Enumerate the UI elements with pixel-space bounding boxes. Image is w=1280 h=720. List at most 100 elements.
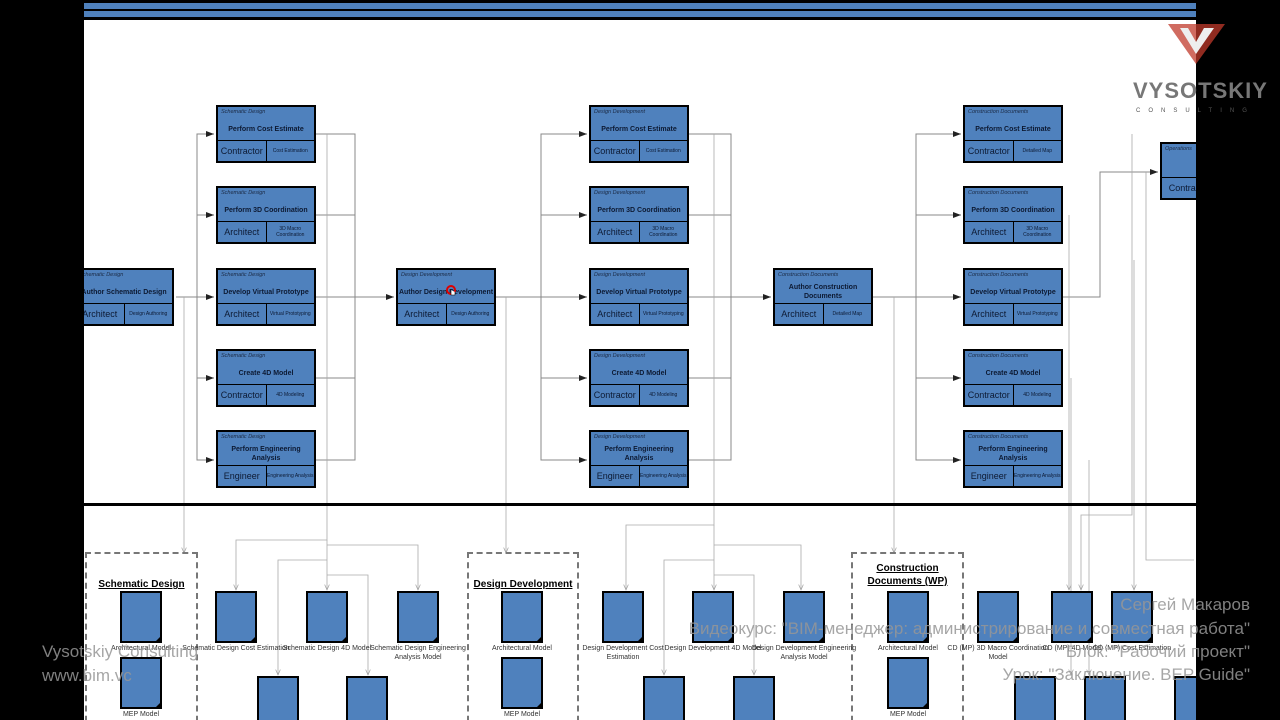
process-node-sd-author[interactable]: Schematic Design Author Schematic Design… [84, 268, 174, 326]
node-phase: Construction Documents [968, 434, 1029, 440]
document-icon [977, 591, 1019, 643]
node-phase: Construction Documents [968, 190, 1029, 196]
watermark-author: Сергей Макаров [1120, 595, 1250, 614]
document-icon [1014, 676, 1056, 720]
process-node-cd-3d[interactable]: Construction Documents Perform 3D Coordi… [963, 186, 1063, 244]
node-bim-use: Design Authoring [451, 311, 490, 317]
deliverable-group: Construction Documents (WP) [851, 552, 964, 720]
node-phase: Schematic Design [221, 353, 266, 359]
connector-lines [176, 131, 1194, 720]
node-title: Develop Virtual Prototype [596, 288, 682, 296]
watermark-lesson: Урок: "Заключение. BEP Guide" [1002, 665, 1250, 684]
process-node-dd-3d[interactable]: Design Development Perform 3D Coordinati… [589, 186, 689, 244]
node-phase: Construction Documents [968, 272, 1029, 278]
node-title: Perform Engineering Analysis [231, 446, 301, 462]
document-icon [501, 657, 543, 709]
node-role: Engineer [965, 466, 1014, 486]
process-node-sd-cost[interactable]: Schematic Design Perform Cost Estimate C… [216, 105, 316, 163]
node-phase: Design Development [594, 190, 646, 196]
document-icon [397, 591, 439, 643]
node-phase: Schematic Design [221, 434, 266, 440]
node-role: Contractor [591, 141, 640, 161]
node-bim-use: 4D Modeling [1023, 392, 1052, 398]
document-icon [643, 676, 685, 720]
node-phase: Schematic Design [221, 109, 266, 115]
document-label: CD (MP) 3D Macro Coordination Model [947, 645, 1049, 661]
node-role: Engineer [591, 466, 640, 486]
deliverable-group: Schematic Design [85, 552, 198, 720]
document-label: Architectural Model [111, 645, 171, 652]
node-bim-use: Detailed Map [1022, 148, 1052, 154]
node-bim-use: 4D Modeling [276, 392, 305, 398]
node-role: Architect [84, 304, 125, 324]
node-role: Architect [218, 222, 267, 242]
process-node-dd-vp[interactable]: Design Development Develop Virtual Proto… [589, 268, 689, 326]
document-icon [887, 657, 929, 709]
logo-triangle-icon [1168, 24, 1225, 64]
group-title: Construction Documents (WP) [867, 563, 948, 587]
process-node-cd-eng[interactable]: Construction Documents Perform Engineeri… [963, 430, 1063, 488]
node-title: Author Schematic Design [84, 288, 167, 296]
node-bim-use: Engineering Analysis [1014, 473, 1061, 479]
node-role: Architect [775, 304, 824, 324]
process-node-dd-4d[interactable]: Design Development Create 4D Model Contr… [589, 349, 689, 407]
header-bar-line [84, 9, 1196, 11]
process-node-op-compile[interactable]: Operations Compil Contract [1160, 142, 1196, 200]
diagram-canvas: Schematic Design Author Schematic Design… [84, 0, 1196, 720]
process-node-dd-cost[interactable]: Design Development Perform Cost Estimate… [589, 105, 689, 163]
document-icon [1051, 591, 1093, 643]
process-node-sd-3d[interactable]: Schematic Design Perform 3D Coordination… [216, 186, 316, 244]
deliverable-group: Design Development [467, 552, 579, 720]
process-node-sd-eng[interactable]: Schematic Design Perform Engineering Ana… [216, 430, 316, 488]
document-label: MEP Model [503, 711, 541, 718]
logo-subtitle: CONSULTING [1136, 108, 1255, 114]
process-node-cd-vp[interactable]: Construction Documents Develop Virtual P… [963, 268, 1063, 326]
node-title: Perform Engineering Analysis [604, 446, 674, 462]
node-role: Contractor [965, 385, 1014, 405]
node-title: Perform Cost Estimate [601, 125, 677, 133]
document-icon [1084, 676, 1126, 720]
process-node-cd-cost[interactable]: Construction Documents Perform Cost Esti… [963, 105, 1063, 163]
node-role: Architect [965, 304, 1014, 324]
vysotskiy-logo [1130, 20, 1260, 120]
node-title: Create 4D Model [611, 369, 667, 377]
node-bim-use: Virtual Prototyping [1016, 311, 1058, 317]
node-phase: Operations [1165, 146, 1192, 152]
node-phase: Schematic Design [84, 272, 124, 278]
process-node-dd-eng[interactable]: Design Development Perform Engineering A… [589, 430, 689, 488]
watermark-company: Vysotskiy Consulting [42, 642, 199, 661]
document-icon [120, 591, 162, 643]
process-node-cd-author[interactable]: Construction Documents Author Constructi… [773, 268, 873, 326]
process-node-cd-4d[interactable]: Construction Documents Create 4D Model C… [963, 349, 1063, 407]
process-node-sd-4d[interactable]: Schematic Design Create 4D Model Contrac… [216, 349, 316, 407]
watermark-course: Видеокурс: "BIM-менеджер: администрирова… [688, 619, 1250, 638]
node-bim-use: 3D Macro Coordination [649, 226, 678, 238]
document-label: Schematic Design Engineering Analysis Mo… [370, 645, 466, 661]
document-label: Architectural Model [492, 645, 552, 652]
document-label: CD (MP) 4D Model [1042, 645, 1102, 652]
node-title: Author Construction Documents [788, 284, 858, 300]
node-role: Architect [591, 304, 640, 324]
document-label: Design Development Cost Estimation [582, 645, 664, 661]
document-icon [602, 591, 644, 643]
process-node-dd-author[interactable]: Design Development Author Design Develop… [396, 268, 496, 326]
node-title: Perform Engineering Analysis [978, 446, 1048, 462]
document-label: Schematic Design 4D Model [282, 645, 372, 652]
node-title: Perform Cost Estimate [975, 125, 1051, 133]
node-bim-use: Design Authoring [129, 311, 168, 317]
watermark-site: www.bim.vc [42, 666, 132, 685]
node-title: Create 4D Model [238, 369, 294, 377]
document-icon [306, 591, 348, 643]
node-role: Contractor [218, 385, 267, 405]
node-bim-use: Virtual Prototyping [642, 311, 684, 317]
process-node-sd-vp[interactable]: Schematic Design Develop Virtual Prototy… [216, 268, 316, 326]
node-bim-use: Cost Estimation [272, 148, 308, 154]
node-bim-use: Detailed Map [832, 311, 862, 317]
node-role: Architect [965, 222, 1014, 242]
logo-name: VYSOTSKIY [1133, 78, 1268, 103]
document-icon [692, 591, 734, 643]
document-icon [1174, 676, 1196, 720]
node-title: Perform 3D Coordination [224, 206, 308, 214]
document-label: CD (MP) Cost Estimation [1092, 645, 1172, 652]
node-bim-use: 3D Macro Coordination [276, 226, 305, 238]
